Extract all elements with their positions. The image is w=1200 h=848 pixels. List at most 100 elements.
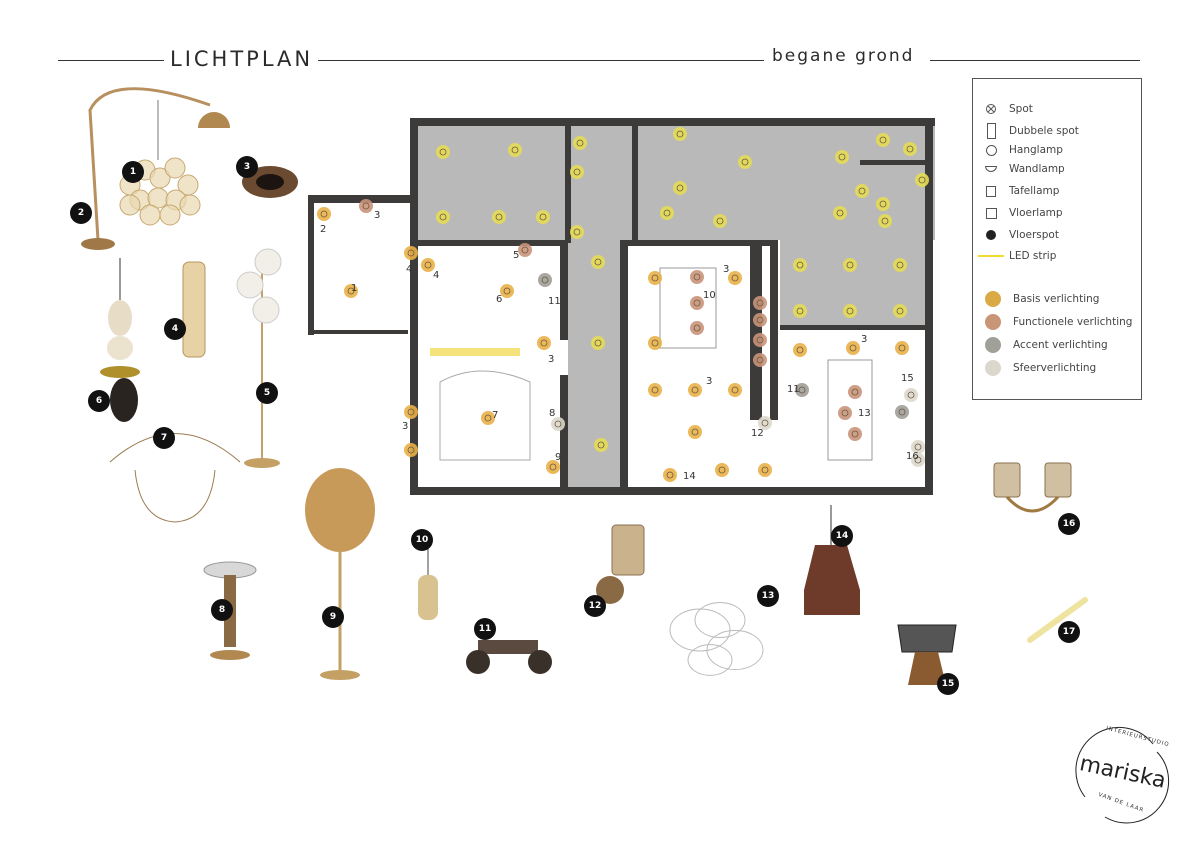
title-rule-right (930, 60, 1140, 61)
light-marker-basis (481, 411, 495, 425)
light-marker-sfeer (551, 417, 565, 431)
legend-category-2: Accent verlichting (973, 337, 1108, 353)
spot-icon (858, 187, 866, 195)
light-marker-basis-gray (843, 258, 857, 272)
light-marker-basis-gray (673, 127, 687, 141)
plan-label: 13 (858, 408, 871, 419)
plan-label: 14 (683, 471, 696, 482)
plan-label: 9 (555, 452, 561, 463)
spot-icon (651, 386, 659, 394)
wall (410, 118, 935, 126)
spot-icon (676, 184, 684, 192)
legend-category-0: Basis verlichting (973, 291, 1099, 307)
product-badge: 13 (757, 585, 779, 607)
spot-icon (539, 213, 547, 221)
wall-lamp-tube (182, 261, 206, 358)
arc-lamp-stem (88, 87, 211, 241)
pendant-glass-mid (107, 336, 133, 360)
light-marker-basis (404, 443, 418, 457)
page-title: LICHTPLAN (164, 47, 320, 71)
crystal-wall-lamp (611, 524, 645, 576)
spot-icon (549, 463, 557, 471)
plan-label: 5 (513, 250, 519, 261)
spot-icon (879, 136, 887, 144)
light-marker-basis-gray (492, 210, 506, 224)
logo: INTERIEURSTUDIO mariska VAN DE LAAR (1065, 722, 1175, 827)
light-marker-basis (404, 246, 418, 260)
light-marker-functional (690, 296, 704, 310)
room-gray-area (568, 240, 628, 492)
spot-icon (407, 408, 415, 416)
spot-icon (841, 409, 849, 417)
light-marker-functional (518, 243, 532, 257)
legend-item-vloerspot: Vloerspot (973, 229, 1059, 241)
light-marker-basis (648, 271, 662, 285)
spot-icon (594, 258, 602, 266)
legend-item-vloerlamp: Vloerlamp (973, 207, 1063, 219)
spot-icon (914, 443, 922, 451)
spot-icon (407, 249, 415, 257)
spot-icon (495, 213, 503, 221)
plan-label: 3 (548, 354, 554, 365)
spot-icon (914, 456, 922, 464)
product-badge: 16 (1058, 513, 1080, 535)
product-badge: 10 (411, 529, 433, 551)
spot-icon (907, 391, 915, 399)
spot-icon (838, 153, 846, 161)
category-color-swatch (985, 337, 1001, 353)
crystal-wall-lamp-plate (596, 576, 624, 604)
spot-icon (761, 419, 769, 427)
plan-label: 15 (901, 373, 914, 384)
plan-label: 3 (706, 376, 712, 387)
floor-lamp-base (244, 458, 280, 468)
light-marker-basis-gray (713, 214, 727, 228)
light-marker-basis-gray (573, 136, 587, 150)
light-marker-functional (753, 313, 767, 327)
light-marker-functional (690, 270, 704, 284)
spot-icon (663, 209, 671, 217)
floor-lamp-globe (252, 296, 280, 324)
plan-label: 3 (402, 421, 408, 432)
product-badge: 17 (1058, 621, 1080, 643)
category-color-swatch (985, 291, 1001, 307)
product-badge: 11 (474, 618, 496, 640)
light-marker-basis-gray (591, 336, 605, 350)
spot-icon (756, 316, 764, 324)
plan-label: 2 (320, 224, 326, 235)
spot-icon (439, 213, 447, 221)
spot-icon (693, 273, 701, 281)
light-marker-basis-gray (570, 225, 584, 239)
spot-icon (761, 466, 769, 474)
wall (308, 195, 415, 203)
wall-lamp-icon (973, 166, 1009, 172)
spot-icon (554, 420, 562, 428)
spot-icon (347, 287, 355, 295)
light-marker-basis-gray (876, 133, 890, 147)
bubble-chandelier-globe (139, 204, 161, 226)
wall (308, 195, 314, 335)
wall-lamp-arm (1005, 495, 1060, 513)
spot-icon (484, 414, 492, 422)
legend-category-label: Sfeerverlichting (1013, 362, 1097, 374)
spot-icon (796, 307, 804, 315)
spot-icon (881, 217, 889, 225)
light-marker-basis (715, 463, 729, 477)
plan-label: 12 (751, 428, 764, 439)
amber-pendant-glass (804, 545, 860, 615)
legend-label: Tafellamp (1009, 185, 1060, 197)
kitchen-island (659, 267, 717, 349)
wall (415, 240, 565, 246)
light-marker-functional (838, 406, 852, 420)
light-marker-basis (728, 271, 742, 285)
light-marker-basis-gray (915, 173, 929, 187)
spot-icon (597, 441, 605, 449)
spot-icon (573, 228, 581, 236)
light-marker-basis-gray (793, 258, 807, 272)
spot-icon (756, 336, 764, 344)
spot-icon (439, 148, 447, 156)
spot-icon (573, 168, 581, 176)
double-spot-bar (478, 640, 538, 654)
spot-icon (666, 471, 674, 479)
